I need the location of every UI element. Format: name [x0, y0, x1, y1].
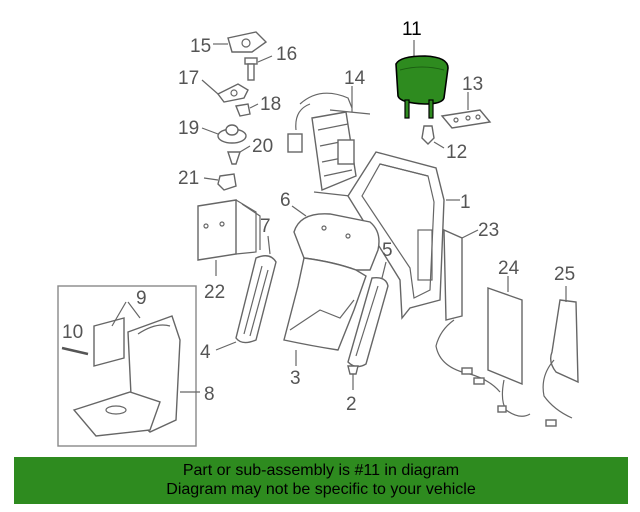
part-20: 20	[227, 136, 273, 165]
label-6: 6	[280, 190, 291, 211]
part-16: 16	[244, 44, 297, 81]
label-24: 24	[498, 258, 520, 279]
inset-box: 9 10 8	[57, 285, 215, 447]
part-14: 14	[287, 68, 371, 197]
label-15: 15	[190, 36, 211, 57]
part-17: 17	[178, 68, 249, 103]
part-23: 23	[435, 220, 501, 393]
label-23: 23	[478, 220, 499, 241]
label-5: 5	[382, 240, 393, 261]
label-8: 8	[204, 384, 215, 405]
part-3: 3	[283, 257, 367, 389]
label-2: 2	[346, 394, 357, 415]
label-14: 14	[344, 68, 366, 89]
label-12: 12	[446, 142, 467, 163]
part-18: 18	[235, 94, 281, 117]
banner-line-1: Part or sub-assembly is #11 in diagram	[182, 462, 460, 479]
part-11-headrest[interactable]: 11	[395, 19, 449, 119]
part-7-4: 7 4	[200, 216, 277, 363]
headrest-post-left	[404, 99, 410, 119]
headrest-post-right	[428, 99, 434, 119]
part-2: 2	[346, 365, 359, 415]
part-15: 15	[190, 31, 268, 57]
label-21: 21	[178, 168, 199, 189]
part-19: 19	[178, 118, 247, 144]
label-13: 13	[462, 74, 483, 95]
label-18: 18	[260, 94, 281, 115]
label-7: 7	[260, 216, 271, 237]
label-17: 17	[178, 68, 199, 89]
label-16: 16	[276, 44, 297, 65]
label-4: 4	[200, 342, 211, 363]
part-5: 5	[347, 240, 393, 368]
label-22: 22	[204, 282, 225, 303]
label-19: 19	[178, 118, 199, 139]
part-12: 12	[421, 125, 467, 163]
headrest-seam	[399, 66, 445, 71]
part-25: 25	[542, 264, 579, 427]
part-1-frame: 1	[347, 151, 471, 320]
label-20: 20	[252, 136, 273, 157]
headrest-cushion	[395, 55, 449, 105]
label-10: 10	[62, 322, 83, 343]
part-22: 22	[197, 199, 261, 303]
label-3: 3	[290, 368, 301, 389]
label-25: 25	[554, 264, 575, 285]
banner-line-2: Diagram may not be specific to your vehi…	[166, 481, 476, 498]
label-11: 11	[402, 19, 422, 40]
part-13: 13	[440, 74, 492, 129]
label-1: 1	[460, 192, 471, 213]
info-banner: Part or sub-assembly is #11 in diagram D…	[14, 457, 628, 504]
part-24: 24	[487, 258, 531, 417]
label-9: 9	[136, 288, 147, 309]
part-21: 21	[178, 168, 237, 191]
parts-diagram: 11 13 12 15 16 17 18	[57, 19, 579, 447]
